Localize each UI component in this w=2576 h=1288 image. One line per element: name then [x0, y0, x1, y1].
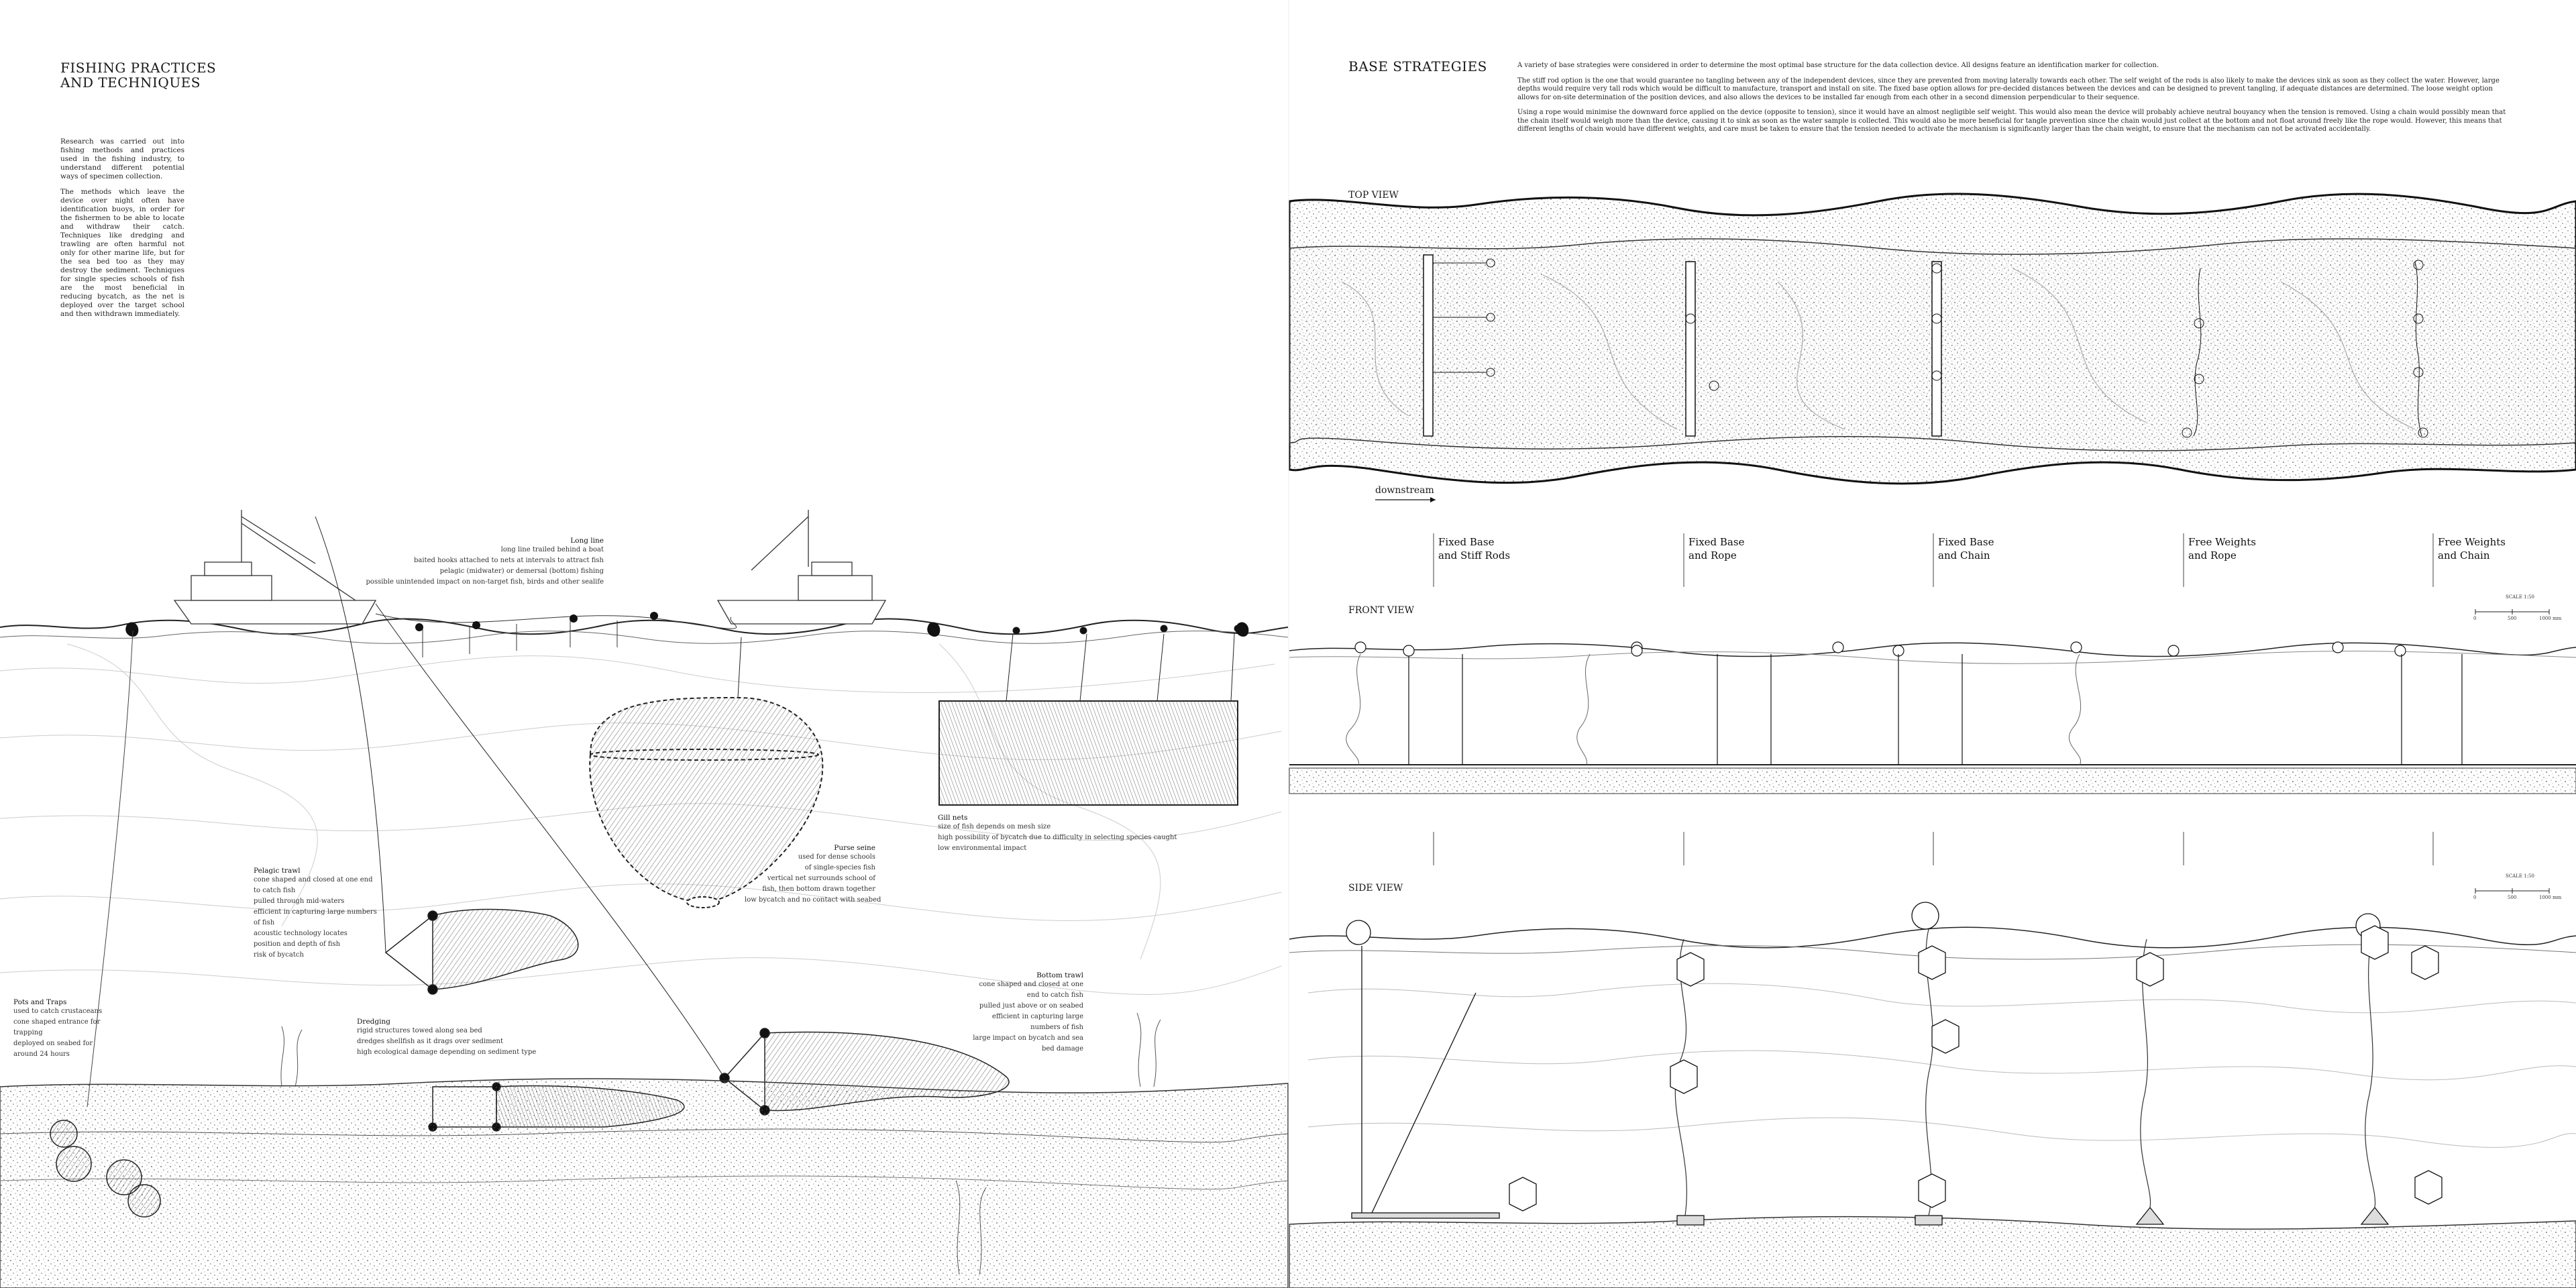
side-view-label: SIDE VIEW	[1348, 883, 1403, 894]
option-line: Fixed Base	[1938, 536, 1994, 548]
front-view-drawing	[1289, 609, 2576, 865]
side-view-drawing	[1289, 888, 2576, 1288]
annotation-line: pulled through mid-waters	[254, 898, 345, 905]
top-view-drawing	[1288, 193, 2576, 587]
annotation-line: numbers of fish	[1030, 1024, 1083, 1031]
annotation-line: large impact on bycatch and sea	[973, 1034, 1083, 1042]
annotation-line: deployed on seabed for	[13, 1040, 93, 1047]
scale-tick: 500	[2508, 895, 2517, 900]
annotation-line: vertical net surrounds school of	[767, 875, 875, 882]
annotation-gill-nets: Gill nets size of fish depends on mesh s…	[938, 814, 1179, 854]
annotation-line: high possibility of bycatch due to diffi…	[938, 834, 1177, 841]
annotation-line: rigid structures towed along sea bed	[357, 1027, 482, 1034]
front-view-label: FRONT VIEW	[1348, 605, 1415, 616]
option-fixed-chain: Fixed Base and Chain	[1938, 535, 1994, 562]
base-strategies-text: A variety of base strategies were consid…	[1517, 62, 2507, 134]
option-line: Free Weights	[2438, 536, 2506, 548]
annotation-title: Purse seine	[834, 844, 875, 852]
annotation-title: Bottom trawl	[1036, 971, 1083, 979]
annotation-dredging: Dredging rigid structures towed along se…	[357, 1018, 558, 1058]
strategies-paragraph-2: The stiff rod option is the one that wou…	[1517, 76, 2500, 101]
option-line: Fixed Base	[1688, 536, 1745, 548]
annotation-line: trapping	[13, 1029, 43, 1036]
annotation-line: fish, then bottom drawn together	[762, 885, 875, 893]
pots	[50, 1120, 161, 1218]
boat-right	[716, 510, 887, 625]
annotation-line: low environmental impact	[938, 845, 1027, 852]
scale-tick: 1000 mm	[2539, 616, 2562, 621]
annotation-purse-seine: Purse seine used for dense schools of si…	[745, 844, 881, 906]
pelagic-trawl	[315, 516, 579, 995]
annotation-line: efficient in capturing large	[991, 1013, 1083, 1020]
option-fixed-rope: Fixed Base and Rope	[1688, 535, 1744, 562]
annotation-line: high ecological damage depending on sedi…	[357, 1049, 537, 1056]
purse-seine	[589, 637, 824, 908]
page-title-left: FISHING PRACTICES AND TECHNIQUES	[60, 60, 216, 90]
annotation-line: around 24 hours	[13, 1051, 70, 1058]
scale-label-side: SCALE 1:50	[2506, 873, 2534, 879]
annotation-line: position and depth of fish	[254, 941, 341, 948]
annotation-line: baited hooks attached to nets at interva…	[414, 557, 604, 564]
option-line: Fixed Base	[1438, 536, 1495, 548]
option-fixed-stiff-rods: Fixed Base and Stiff Rods	[1438, 535, 1510, 562]
annotation-line: used to catch crustaceans	[13, 1008, 103, 1015]
option-line: and Chain	[1938, 549, 1990, 561]
option-line: Free Weights	[2188, 536, 2256, 548]
annotation-line: long line trailed behind a boat	[500, 546, 604, 553]
scale-tick: 500	[2508, 616, 2517, 621]
annotation-line: cone shaped entrance for	[13, 1018, 101, 1026]
intro-text: Research was carried out into fishing me…	[60, 138, 184, 319]
scale-label-front: SCALE 1:50	[2506, 594, 2534, 600]
annotation-line: pulled just above or on seabed	[979, 1002, 1083, 1010]
page-title-right: BASE STRATEGIES	[1348, 58, 1487, 74]
option-line: and Rope	[1688, 549, 1737, 561]
annotation-title: Long line	[570, 537, 604, 545]
boat-left	[173, 510, 377, 625]
annotation-line: cone shaped and closed at one	[979, 981, 1083, 988]
option-line: and Chain	[2438, 549, 2490, 561]
top-view-label: TOP VIEW	[1348, 190, 1399, 201]
annotation-line: risk of bycatch	[254, 951, 304, 959]
annotation-line: cone shaped and closed at one end	[254, 876, 373, 883]
intro-paragraph-2: The methods which leave the device over …	[60, 188, 184, 318]
option-line: and Stiff Rods	[1438, 549, 1511, 561]
annotation-line: efficient in capturing large numbers	[254, 908, 377, 916]
fishing-scene	[0, 510, 1289, 1288]
intro-paragraph-1: Research was carried out into fishing me…	[60, 138, 184, 180]
annotation-line: bed damage	[1041, 1045, 1083, 1053]
annotation-pelagic-trawl: Pelagic trawl cone shaped and closed at …	[254, 867, 388, 961]
strategies-paragraph-3: Using a rope would minimise the downward…	[1517, 109, 2506, 133]
title-line-2: AND TECHNIQUES	[60, 74, 201, 91]
annotation-line: used for dense schools	[798, 853, 875, 861]
annotation-line: acoustic technology locates	[254, 930, 347, 937]
downstream-label: downstream	[1375, 485, 1434, 496]
annotation-line: dredges shellfish as it drags over sedim…	[357, 1038, 504, 1045]
scale-tick: 0	[2473, 895, 2477, 900]
annotation-line: end to catch fish	[1026, 991, 1083, 999]
annotation-line: low bycatch and no contact with seabed	[745, 896, 881, 904]
annotation-line: of single-species fish	[804, 864, 875, 871]
title-line-1: FISHING PRACTICES	[60, 60, 217, 76]
annotation-title: Pelagic trawl	[254, 867, 301, 875]
annotation-pots-traps: Pots and Traps used to catch crustaceans…	[13, 998, 121, 1060]
option-free-rope: Free Weights and Rope	[2188, 535, 2256, 562]
scale-tick: 0	[2473, 616, 2477, 621]
gill-net	[938, 625, 1242, 806]
annotation-line: of fish	[254, 919, 275, 926]
annotation-title: Dredging	[357, 1018, 390, 1026]
annotation-line: pelagic (midwater) or demersal (bottom) …	[439, 568, 604, 575]
annotation-line: size of fish depends on mesh size	[938, 823, 1051, 830]
scale-tick: 1000 mm	[2539, 895, 2562, 900]
option-line: and Rope	[2188, 549, 2237, 561]
annotation-title: Gill nets	[938, 814, 968, 822]
annotation-bottom-trawl: Bottom trawl cone shaped and closed at o…	[946, 971, 1083, 1055]
strategies-paragraph-1: A variety of base strategies were consid…	[1517, 62, 2159, 69]
annotation-line: possible unintended impact on non-target…	[366, 578, 604, 586]
annotation-longline: Long line long line trailed behind a boa…	[362, 537, 604, 588]
annotation-title: Pots and Traps	[13, 998, 67, 1006]
option-free-chain: Free Weights and Chain	[2438, 535, 2506, 562]
annotation-line: to catch fish	[254, 887, 296, 894]
